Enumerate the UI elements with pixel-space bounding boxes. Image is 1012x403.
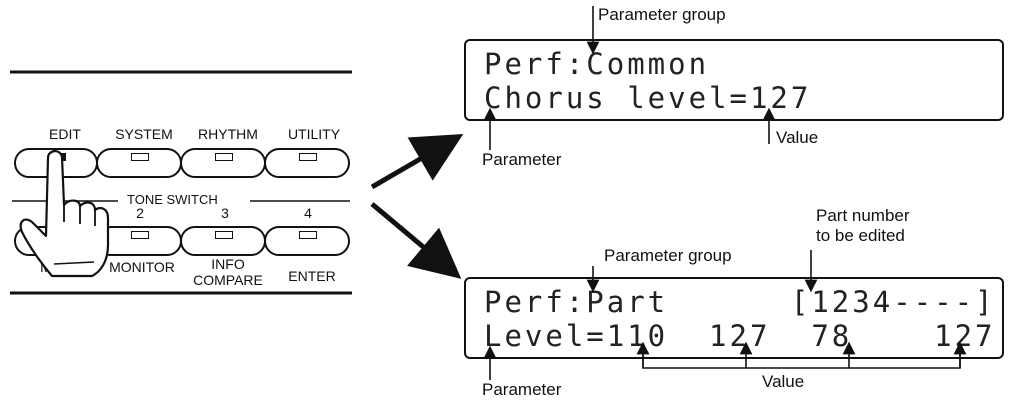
system-led — [131, 153, 149, 161]
lcd-display-top: Perf:Common Chorus level=127 — [464, 39, 1004, 121]
utility-button[interactable] — [264, 148, 350, 178]
info-label: INFO — [211, 256, 245, 272]
rhythm-led — [215, 153, 233, 161]
tone-number-2: 2 — [136, 205, 144, 221]
monitor-button[interactable] — [96, 226, 182, 256]
tone-switch-label: TONE SWITCH — [124, 192, 221, 207]
rhythm-label: RHYTHM — [198, 126, 258, 142]
part-number-label-line2: to be edited — [816, 226, 905, 245]
info-compare-button[interactable] — [180, 226, 266, 256]
bottom-value-label: Value — [762, 372, 805, 391]
lcd-bottom-line1: Perf:Part [1234----] — [484, 285, 996, 319]
bottom-parameter-group-label: Parameter group — [604, 246, 732, 265]
arrow-to-bottom-display — [370, 202, 462, 279]
part-number-label-line1: Part number — [816, 206, 910, 225]
utility-led — [299, 153, 317, 161]
top-parameter-group-label: Parameter group — [598, 5, 726, 24]
tone-number-3: 3 — [221, 205, 229, 221]
lcd-display-bottom: Perf:Part [1234----] Level=110 127 78 12… — [464, 277, 1004, 359]
top-parameter-label: Parameter — [482, 150, 562, 169]
tone-number-4: 4 — [304, 205, 312, 221]
top-value-label: Value — [776, 128, 819, 147]
value-bracket — [642, 352, 961, 369]
system-label: SYSTEM — [115, 126, 173, 142]
info-led — [215, 231, 233, 239]
arrow-to-top-display — [370, 133, 464, 190]
enter-led — [299, 231, 317, 239]
monitor-led — [131, 231, 149, 239]
enter-button[interactable] — [264, 226, 350, 256]
bottom-parameter-label: Parameter — [482, 380, 562, 399]
lcd-bottom-line2: Level=110 127 78 127 — [484, 319, 996, 353]
enter-label: ENTER — [288, 268, 336, 284]
edit-label: EDIT — [49, 126, 81, 142]
utility-label: UTILITY — [287, 126, 341, 142]
monitor-label: MONITOR — [109, 259, 175, 275]
compare-label: COMPARE — [193, 272, 263, 288]
lcd-top-line2: Chorus level=127 — [484, 81, 812, 115]
